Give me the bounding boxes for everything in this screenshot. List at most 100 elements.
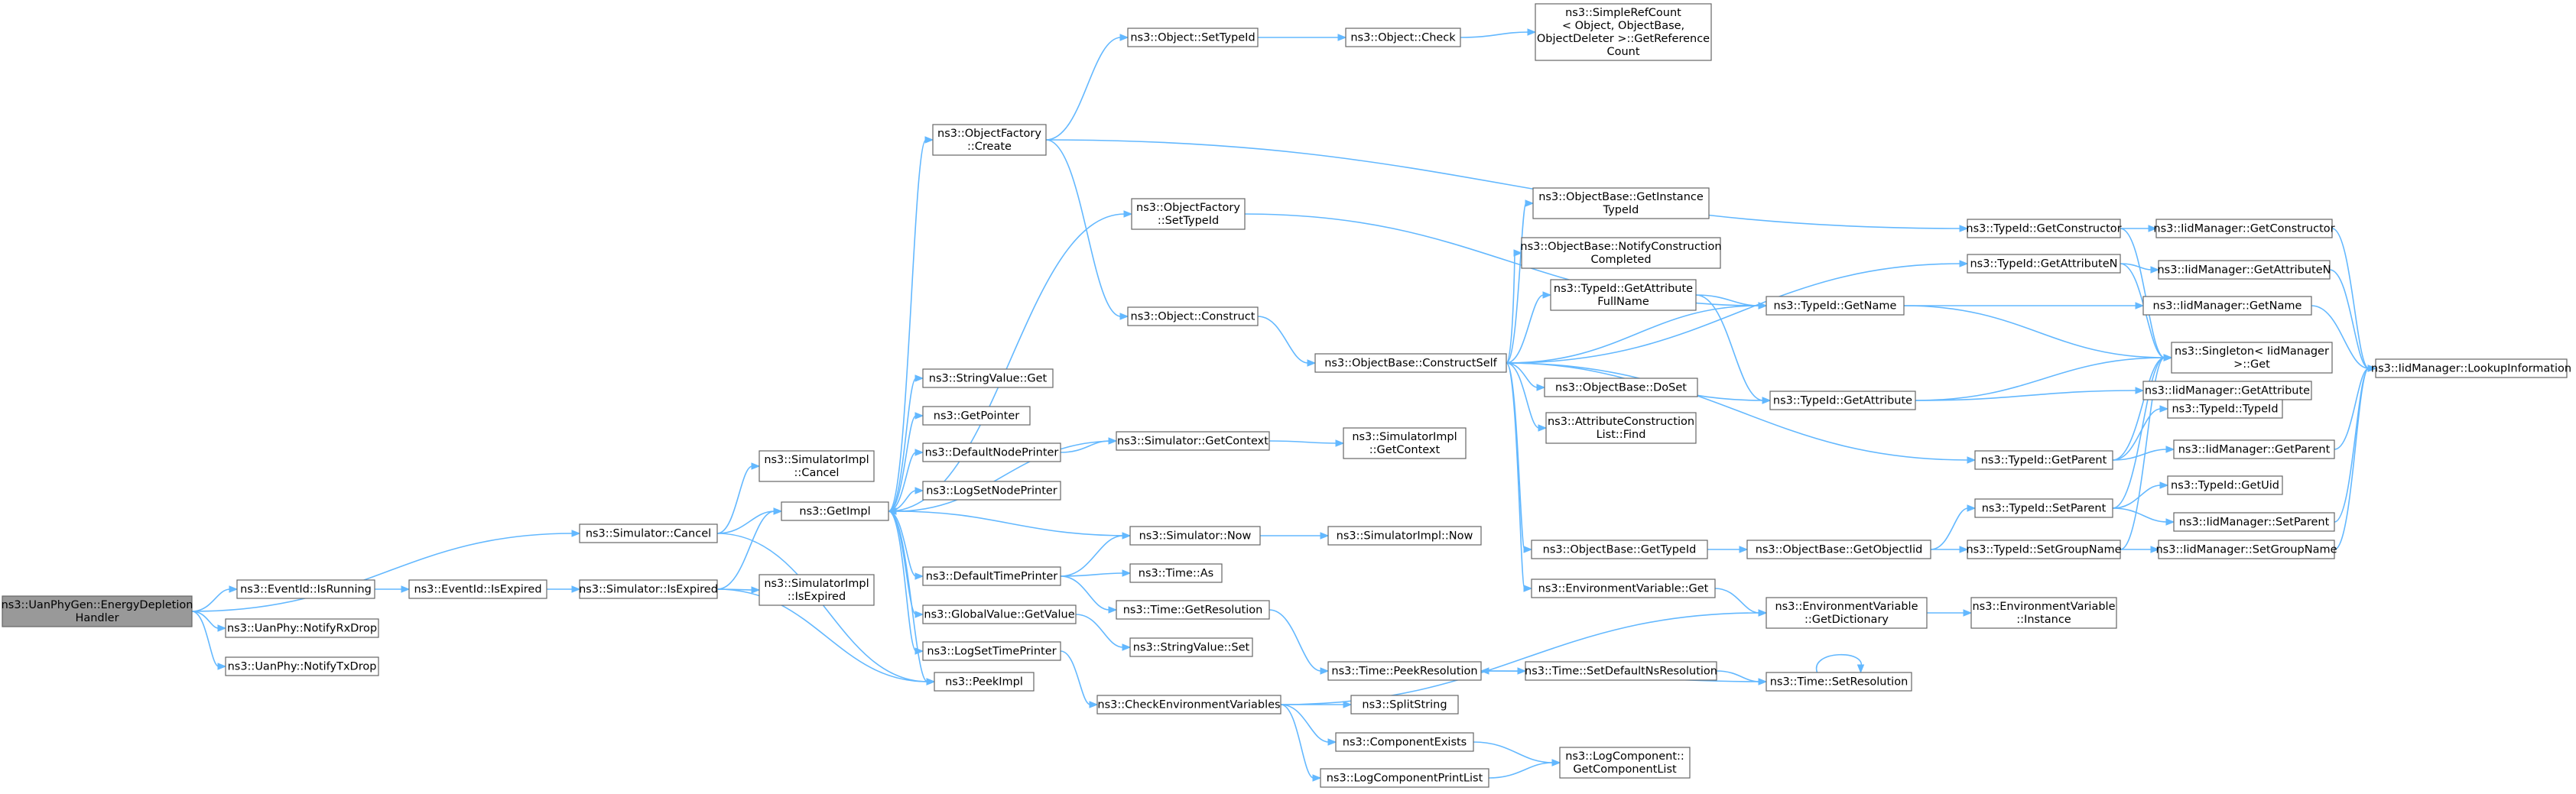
node-iidsetparent[interactable]: ns3::IidManager::SetParent [2173,512,2335,532]
node-tidgetattrn[interactable]: ns3::TypeId::GetAttributeN [1967,254,2121,274]
edge-simcancel-peekimpl [716,533,928,682]
node-tidgetparent[interactable]: ns3::TypeId::GetParent [1974,450,2113,470]
node-obconstself[interactable]: ns3::ObjectBase::ConstructSelf [1314,353,1507,373]
node-simcancel[interactable]: ns3::Simulator::Cancel [579,523,718,543]
node-getimpl[interactable]: ns3::GetImpl [781,501,889,521]
node-checkenv[interactable]: ns3::CheckEnvironmentVariables [1096,695,1282,715]
node-strset[interactable]: ns3::StringValue::Set [1129,637,1253,657]
node-implctx[interactable]: ns3::SimulatorImpl::GetContext [1343,427,1467,459]
node-timeas[interactable]: ns3::Time::As [1129,563,1223,583]
node-simnow[interactable]: ns3::Simulator::Now [1129,526,1261,546]
edge-arrowhead [887,507,897,515]
edge-arrowhead [1538,424,1548,432]
node-iidgetattrn[interactable]: ns3::IidManager::GetAttributeN [2157,260,2331,280]
node-logtime[interactable]: ns3::LogSetTimePrinter [922,641,1061,661]
node-objconst[interactable]: ns3::Object::Construct [1127,306,1259,326]
node-objcheck[interactable]: ns3::Object::Check [1345,28,1461,47]
node-label: ::GetDictionary [1804,614,1889,626]
node-iidgetparent[interactable]: ns3::IidManager::GetParent [2173,439,2335,459]
node-peekres[interactable]: ns3::Time::PeekResolution [1327,661,1482,681]
node-box [579,523,718,543]
node-tidsetparent[interactable]: ns3::TypeId::SetParent [1974,498,2113,518]
node-iidgetattr[interactable]: ns3::IidManager::GetAttribute [2142,381,2312,400]
node-gvget[interactable]: ns3::GlobalValue::GetValue [922,604,1077,624]
node-box [2167,475,2283,495]
edge-obconstself-tidgetattrfull [1506,294,1545,364]
node-strget[interactable]: ns3::StringValue::Get [922,368,1054,388]
node-ntx[interactable]: ns3::UanPhy::NotifyTxDrop [225,656,379,676]
node-obdoset[interactable]: ns3::ObjectBase::DoSet [1544,378,1698,397]
node-iidlookup[interactable]: ns3::IidManager::LookupInformation [2371,358,2571,378]
node-box [2173,439,2335,459]
node-label: Completed [1590,254,1651,266]
node-objsettid[interactable]: ns3::Object::SetTypeId [1127,28,1259,47]
node-eidexp[interactable]: ns3::EventId::IsExpired [408,579,547,599]
node-label: ns3::CheckEnvironmentVariables [1097,699,1280,711]
edge-arrowhead [1959,260,1969,267]
node-envget[interactable]: ns3::EnvironmentVariable::Get [1531,578,1716,598]
node-iidgetctor[interactable]: ns3::IidManager::GetConstructor [2153,219,2335,238]
edge-arrowhead [1307,359,1317,367]
edge-arrowhead [2135,302,2145,309]
node-iidsetgroup[interactable]: ns3::IidManager::SetGroupName [2155,540,2337,559]
node-tidgetuid[interactable]: ns3::TypeId::GetUid [2167,475,2283,495]
node-tidgetattr[interactable]: ns3::TypeId::GetAttribute [1769,391,1916,410]
node-box [1974,498,2113,518]
node-eidrun[interactable]: ns3::EventId::IsRunning [236,579,375,599]
node-deftime[interactable]: ns3::DefaultTimePrinter [922,566,1061,586]
node-implisexp[interactable]: ns3::SimulatorImpl::IsExpired [759,574,875,606]
node-timegetres[interactable]: ns3::Time::GetResolution [1116,600,1270,620]
node-envinst[interactable]: ns3::EnvironmentVariable::Instance [1970,597,2117,629]
edge-arrowhead [1513,249,1523,257]
node-lognode[interactable]: ns3::LogSetNodePrinter [922,481,1061,501]
node-peekimpl[interactable]: ns3::PeekImpl [934,672,1035,692]
node-getptr[interactable]: ns3::GetPointer [922,406,1031,426]
node-implnow[interactable]: ns3::SimulatorImpl::Now [1327,526,1482,546]
node-ofcreate[interactable]: ns3::ObjectFactory::Create [932,124,1047,156]
node-envgetdict[interactable]: ns3::EnvironmentVariable::GetDictionary [1766,597,1928,629]
node-defnode[interactable]: ns3::DefaultNodePrinter [922,442,1061,462]
node-obgettid[interactable]: ns3::ObjectBase::GetTypeId [1531,540,1708,559]
node-srcount[interactable]: ns3::SimpleRefCount< Object, ObjectBase,… [1535,3,1712,61]
node-obnotify[interactable]: ns3::ObjectBase::NotifyConstructionCompl… [1520,237,1722,269]
node-nrx[interactable]: ns3::UanPhy::NotifyRxDrop [225,618,379,638]
node-lcgetlist[interactable]: ns3::LogComponent::GetComponentList [1559,747,1691,779]
node-splitstr[interactable]: ns3::SplitString [1350,695,1459,715]
node-obgetoid[interactable]: ns3::ObjectBase::GetObjectIid [1746,540,1931,559]
edge-compexists-lcgetlist [1473,741,1554,763]
node-simisexp[interactable]: ns3::Simulator::IsExpired [579,579,718,599]
node-ofsettid[interactable]: ns3::ObjectFactory::SetTypeId [1131,198,1246,230]
node-setdefns[interactable]: ns3::Time::SetDefaultNsResolution [1525,661,1717,681]
node-label: ns3::IidManager::GetConstructor [2153,223,2334,235]
node-simctx[interactable]: ns3::Simulator::GetContext [1116,431,1270,451]
node-tidgetctor[interactable]: ns3::TypeId::GetConstructor [1966,219,2122,238]
edge-arrowhead [1963,609,1973,617]
node-implcancel[interactable]: ns3::SimulatorImpl::Cancel [759,450,875,482]
node-box [2167,399,2283,419]
node-singleton[interactable]: ns3::Singleton< IidManager>::Get [2171,342,2333,374]
node-label: ns3::IidManager::GetAttribute [2145,385,2310,397]
edge-timegetres-peekres [1269,609,1322,672]
node-box [2,595,193,627]
node-logcomplist[interactable]: ns3::LogComponentPrintList [1320,768,1489,788]
node-label: FullName [1597,296,1649,308]
node-label: ns3::Singleton< IidManager [2175,345,2329,358]
node-iidgetname[interactable]: ns3::IidManager::GetName [2142,296,2312,316]
node-tidgetname[interactable]: ns3::TypeId::GetName [1766,296,1905,316]
node-label: ns3::SimulatorImpl::Now [1337,530,1473,543]
node-timesetres[interactable]: ns3::Time::SetResolution [1766,672,1912,692]
node-label: >::Get [2233,358,2270,371]
node-label: ns3::SimpleRefCount [1565,7,1681,19]
node-tidtid[interactable]: ns3::TypeId::TypeId [2167,399,2283,419]
edge-getimpl-ofsettid [888,213,1126,512]
node-box [2155,219,2333,238]
node-compexists[interactable]: ns3::ComponentExists [1335,732,1474,752]
node-tidsetgroup[interactable]: ns3::TypeId::SetGroupName [1966,540,2122,559]
edge-tidsetparent-singleton [2112,357,2165,509]
edge-arrowhead [1525,199,1535,207]
edge-arrowhead [229,585,239,593]
